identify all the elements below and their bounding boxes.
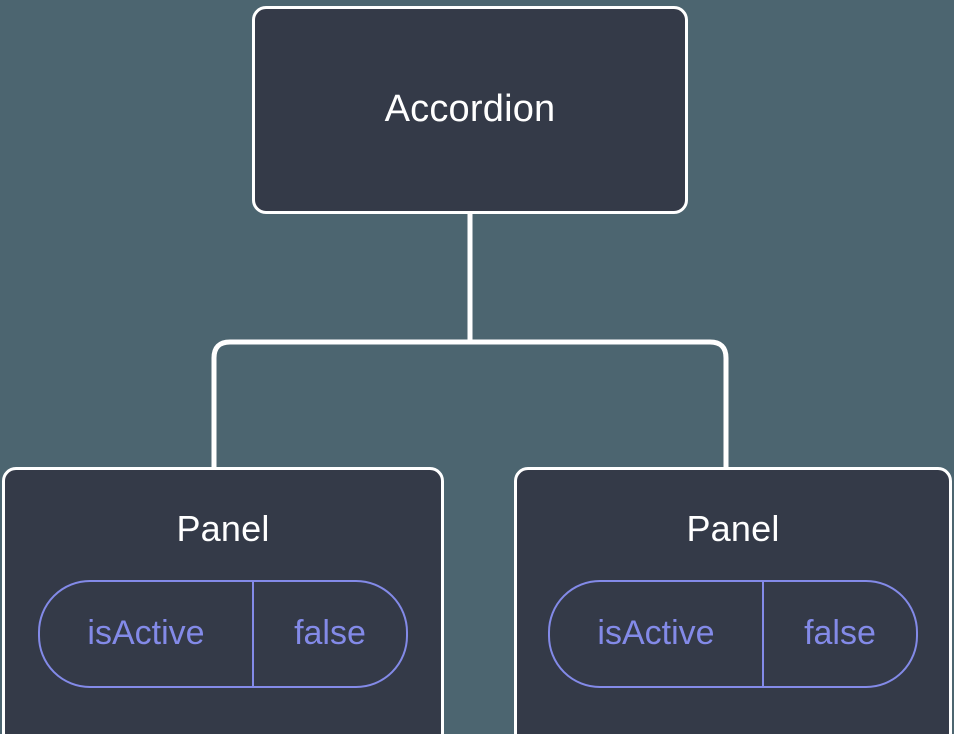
edge-branch-bus [211, 339, 729, 467]
prop-pill-isactive-1[interactable]: isActive false [38, 579, 408, 688]
node-panel-2-label: Panel [686, 508, 780, 549]
node-accordion-label: Accordion [384, 88, 556, 131]
prop-key-isactive-2: isActive [550, 581, 764, 686]
node-accordion[interactable]: Accordion [252, 6, 688, 214]
prop-pill-isactive-2[interactable]: isActive false [548, 579, 918, 688]
prop-key-isactive-1: isActive [40, 581, 254, 686]
prop-value-isactive-2: false [804, 614, 876, 653]
node-panel-2[interactable]: Panel isActive false [514, 467, 952, 734]
node-panel-1[interactable]: Panel isActive false [2, 467, 444, 734]
prop-value-isactive-1: false [294, 614, 366, 653]
node-panel-1-label: Panel [176, 508, 270, 549]
